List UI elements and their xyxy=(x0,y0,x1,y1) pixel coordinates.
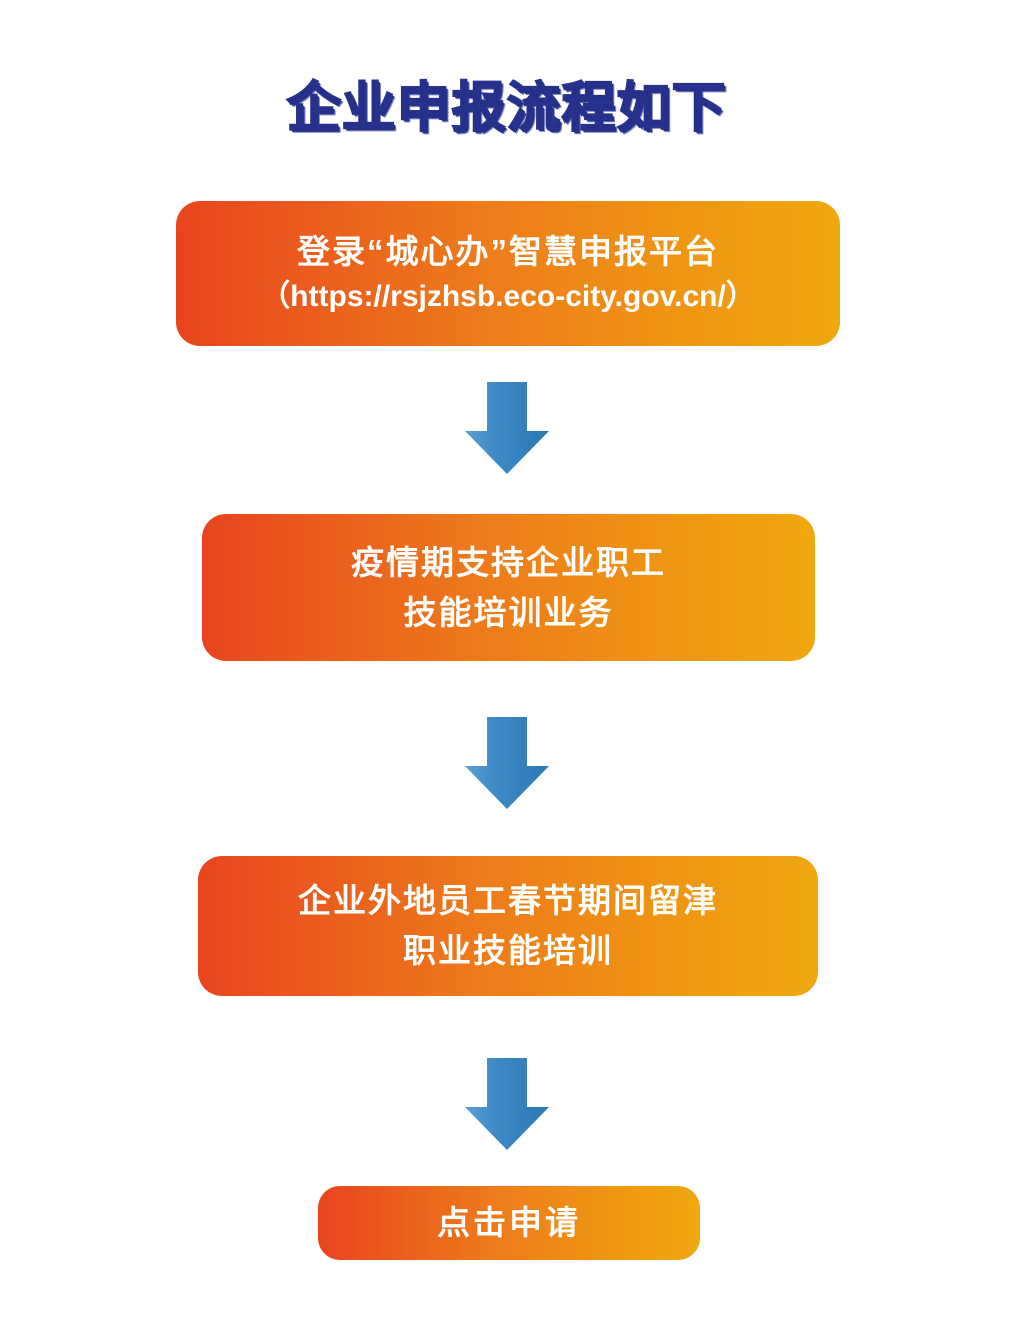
flow-step-2-line-2: 技能培训业务 xyxy=(403,593,614,631)
arrow-down-icon xyxy=(461,1058,553,1150)
flow-step-4-label: 点击申请 xyxy=(437,1204,581,1241)
flow-step-login-platform[interactable]: 登录“城心办”智慧申报平台 （https://rsjzhsb.eco-city.… xyxy=(176,201,840,346)
flow-step-3-line-2: 职业技能培训 xyxy=(403,932,613,969)
arrow-down-icon xyxy=(461,717,553,809)
flow-step-1-line-2: （https://rsjzhsb.eco-city.gov.cn/） xyxy=(260,279,756,313)
flow-step-epidemic-training[interactable]: 疫情期支持企业职工 技能培训业务 xyxy=(202,514,815,661)
arrow-down-icon xyxy=(461,382,553,474)
flow-step-3-line-1: 企业外地员工春节期间留津 xyxy=(298,882,718,919)
flow-step-1-line-1: 登录“城心办”智慧申报平台 xyxy=(297,232,719,270)
submit-application-button[interactable]: 点击申请 xyxy=(318,1186,700,1260)
flow-step-2-line-1: 疫情期支持企业职工 xyxy=(351,543,666,581)
flow-step-spring-festival-training[interactable]: 企业外地员工春节期间留津 职业技能培训 xyxy=(198,856,818,996)
page-title: 企业申报流程如下 xyxy=(286,77,727,139)
